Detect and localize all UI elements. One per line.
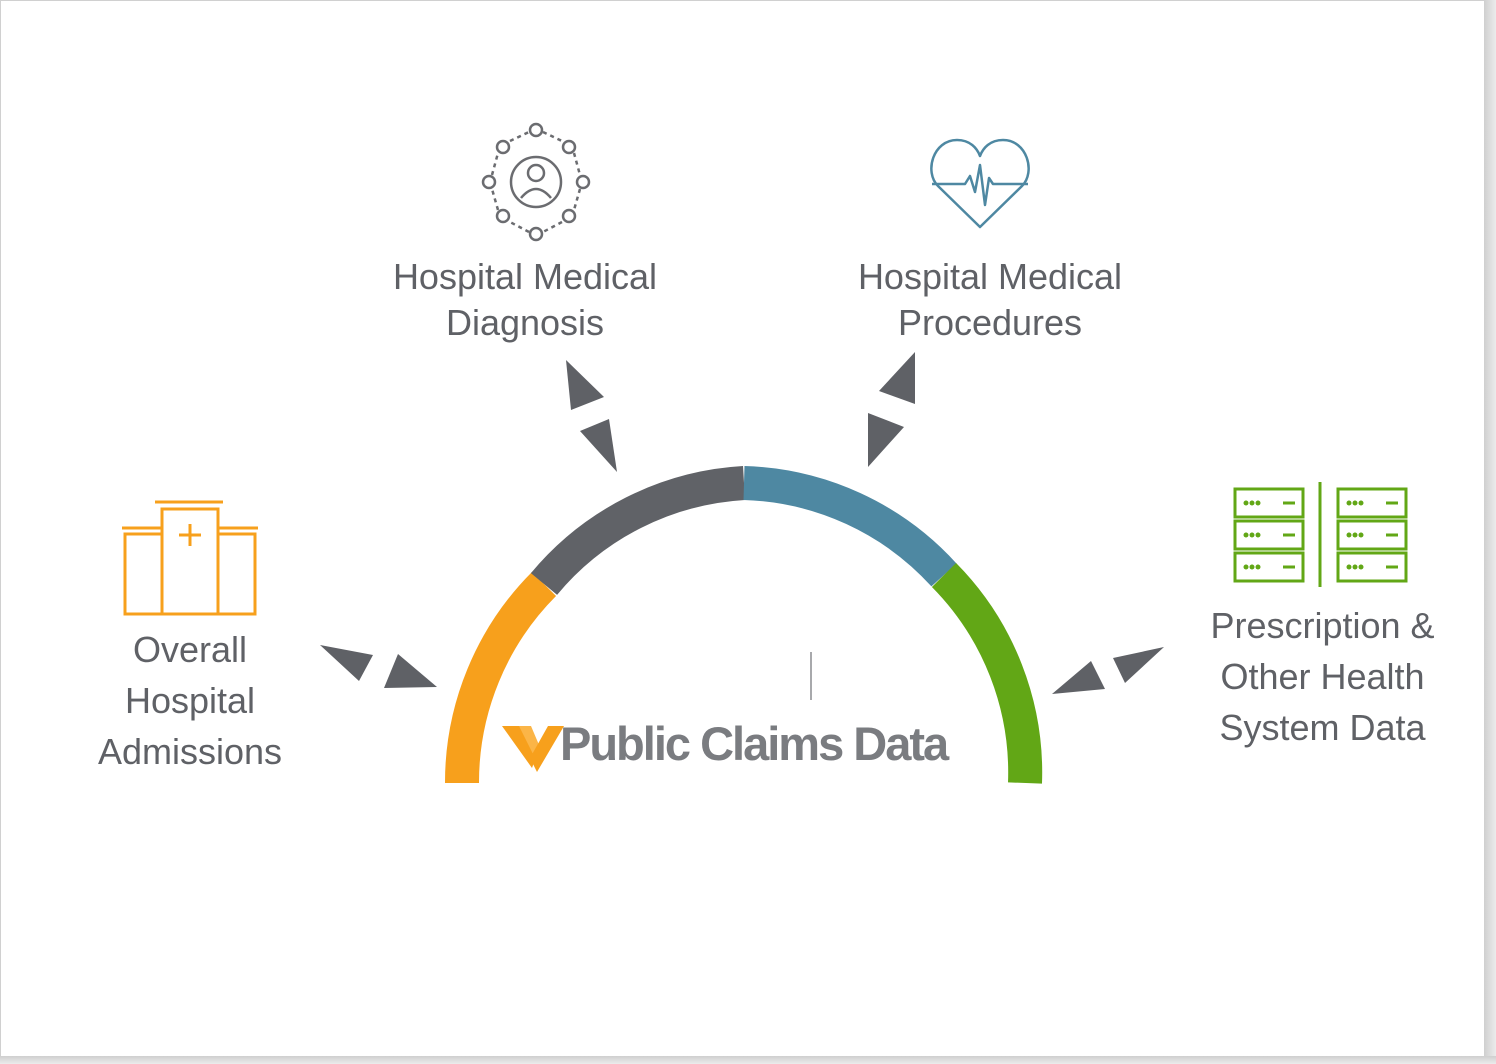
center-logo-text: Public Claims Data [560, 717, 949, 770]
arc-segment-orange [444, 572, 557, 784]
label-line: Hospital Medical [857, 256, 1123, 297]
arrow-diagnosis-inner [580, 419, 617, 472]
patient-network-icon [481, 122, 591, 242]
heart-pulse-icon [930, 138, 1030, 229]
label-line: Overall [132, 629, 248, 670]
arrow-prescription-inner [1052, 661, 1105, 694]
arrows [320, 352, 1164, 694]
label-line: Admissions [97, 731, 283, 772]
arc-segment-blue [743, 466, 957, 587]
arrow-procedures-inner [868, 413, 904, 467]
logo-mark-icon [502, 726, 564, 772]
arrow-admissions-inner [384, 654, 437, 688]
arc-segment-gray [530, 466, 746, 596]
label-line: Diagnosis [445, 302, 605, 343]
arrow-admissions-outer [320, 645, 373, 681]
data-arc [444, 466, 1043, 784]
node-label-admissions: Overall Hospital Admissions [60, 624, 320, 777]
hospital-building-icon [122, 500, 258, 616]
label-line: Hospital Medical [392, 256, 658, 297]
label-line: Hospital [124, 680, 256, 721]
label-line: Other Health [1220, 656, 1425, 697]
node-label-prescription: Prescription & Other Health System Data [1170, 600, 1475, 753]
window-edge-bottom [0, 1056, 1496, 1064]
server-racks-icon [1233, 482, 1408, 587]
arrow-prescription-outer [1113, 647, 1164, 683]
label-line: Procedures [897, 302, 1083, 343]
node-label-diagnosis: Hospital Medical Diagnosis [350, 254, 700, 346]
node-label-procedures: Hospital Medical Procedures [815, 254, 1165, 346]
arc-segment-green [931, 563, 1043, 784]
arrow-procedures-outer [879, 352, 915, 404]
arrow-diagnosis-outer [566, 360, 604, 410]
label-line: System Data [1219, 707, 1426, 748]
label-line: Prescription & [1210, 605, 1435, 646]
window-edge-right [1484, 0, 1496, 1064]
